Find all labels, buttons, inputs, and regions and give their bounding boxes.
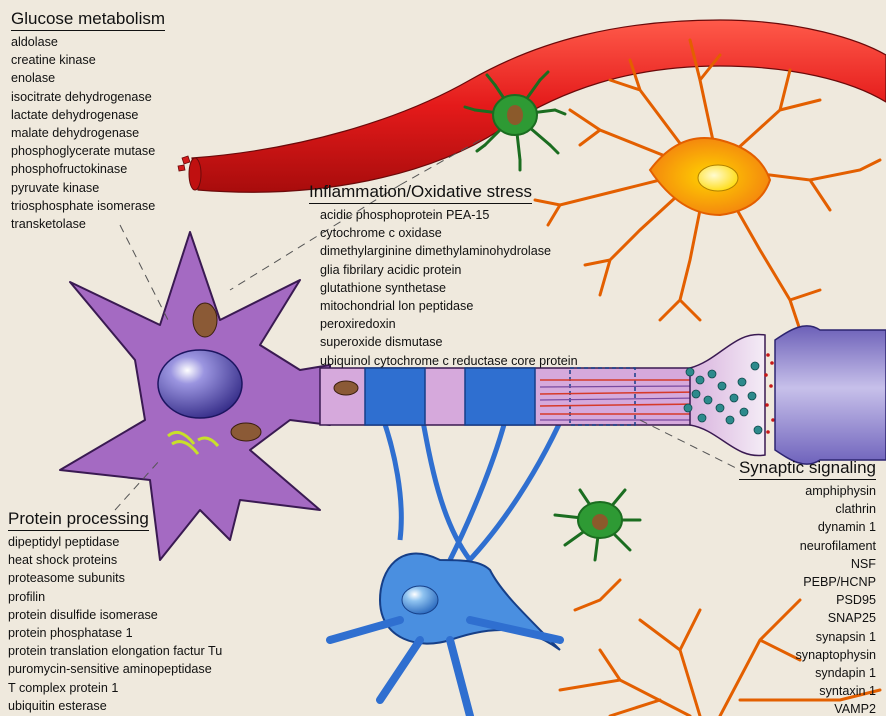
protein-item: ubiquitin esterase [8,698,107,713]
protein-item: triosphosphate isomerase [11,198,156,213]
protein-item: dipeptidyl peptidase [8,535,120,549]
protein-item: T complex protein 1 [8,680,119,695]
postsynaptic-dendrite [774,325,886,465]
protein-item: protein translation elongation factur Tu [8,644,223,659]
inflammation-oxidative-stress-group: Inflammation/Oxidative stress acidic pho… [309,182,578,370]
glucose-metabolism-group: Glucose metabolism aldolase creatine kina… [11,9,166,233]
microglia-upper-nucleus [507,105,523,125]
protein-list: acidic phosphoprotein PEA-15 cytochrome c… [320,206,578,370]
axon [319,367,701,426]
protein-item: acidic phosphoprotein PEA-15 [320,208,490,222]
protein-item: isocitrate dehydrogenase [11,89,152,104]
protein-item: creatine kinase [11,53,96,68]
synaptic-signaling-group: Synaptic signaling amphiphysin clathrin dy… [738,458,876,716]
protein-item: VAMP2 [834,702,876,716]
presynaptic-terminal [689,333,766,457]
protein-item: puromycin-sensitive aminopeptidase [8,662,212,677]
group-title: Inflammation/Oxidative stress [309,182,532,204]
protein-item: protein phosphatase 1 [8,626,133,641]
protein-item: enolase [11,71,56,86]
astrocyte-lower [558,578,882,716]
mitochondrion [230,422,262,442]
microglia-lower-nucleus [592,514,608,530]
protein-item: aldolase [11,35,58,49]
protein-item: NSF [850,556,876,571]
protein-list: amphiphysin clathrin dynamin 1 neurofilamen… [739,482,876,716]
protein-item: pyruvate kinase [11,180,100,195]
protein-item: SNAP25 [827,611,876,626]
protein-item: lactate dehydrogenase [11,107,139,122]
protein-item: dynamin 1 [817,520,876,535]
oligodendrocyte [326,399,573,716]
leader-lines [114,139,741,511]
protein-item: mitochondrial lon peptidase [320,299,474,314]
protein-item: synaptophysin [795,647,876,662]
astrocyte-upper-nucleus [697,164,739,192]
protein-item: dimethylarginine dimethylaminohydrolase [320,244,552,259]
astrocyte-upper [533,38,882,332]
protein-processing-group: Protein processing dipeptidyl peptidase h… [8,509,222,715]
protein-item: amphiphysin [805,484,876,498]
protein-item: peroxiredoxin [320,317,396,332]
protein-item: phosphofructokinase [11,162,128,177]
protein-item: protein disulfide isomerase [8,607,158,622]
protein-item: clathrin [835,502,876,517]
protein-item: profilin [8,589,46,604]
protein-list: aldolase creatine kinase enolase isocitrate… [11,33,165,233]
group-title: Protein processing [8,509,149,531]
protein-item: transketolase [11,217,86,232]
protein-item: phosphoglycerate mutase [11,144,156,159]
protein-list: dipeptidyl peptidase heat shock proteins p… [8,533,222,715]
protein-item: malate dehydrogenase [11,126,140,141]
neurotransmitter-dots [764,353,775,434]
group-title: Glucose metabolism [11,9,166,31]
protein-item: glia fibrilary acidic protein [320,262,462,277]
protein-item: proteasome subunits [8,571,125,586]
protein-item: glutathione synthetase [320,280,447,295]
protein-item: cytochrome c oxidase [320,226,442,241]
group-title: Synaptic signaling [738,458,876,480]
protein-item: ubiquinol cytochrome c reductase core pr… [320,353,578,368]
protein-item: synapsin 1 [815,629,876,644]
golgi [167,430,220,455]
protein-item: syndapin 1 [815,666,876,681]
synaptic-vesicles [683,361,763,435]
neuron-nucleus [157,349,243,419]
protein-item: heat shock proteins [8,553,118,568]
protein-item: PEBP/HCNP [803,575,876,590]
protein-item: syntaxin 1 [819,684,876,699]
mitochondrion [192,302,218,338]
protein-item: PSD95 [836,593,876,608]
protein-item: neurofilament [799,538,876,553]
protein-item: superoxide dismutase [320,335,443,350]
